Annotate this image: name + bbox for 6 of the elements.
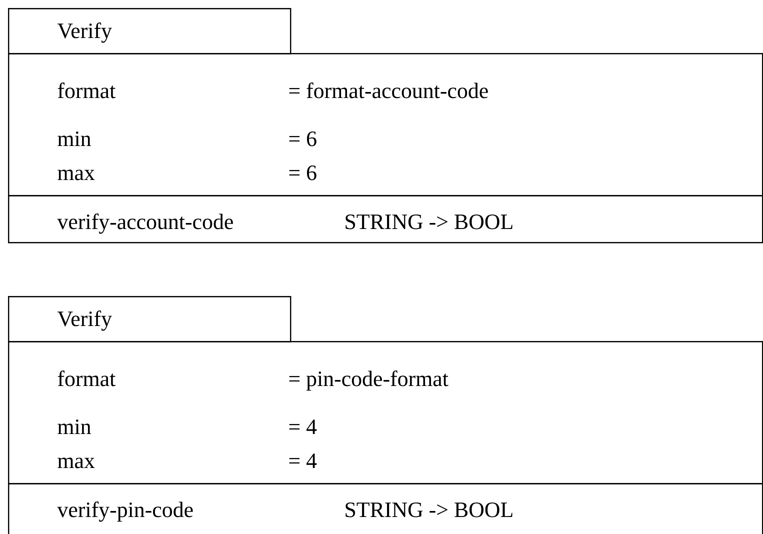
operation-box: verify-account-code STRING -> BOOL: [8, 195, 763, 244]
attribute-box: format = format-account-code min = 6 max = 6: [8, 53, 763, 196]
tab-box: Verify: [8, 8, 292, 54]
tab-box: Verify: [8, 296, 292, 342]
operation-box: verify-pin-code STRING -> BOOL: [8, 483, 763, 534]
attribute-box: format = pin-code-format min = 4 max = 4: [8, 341, 763, 484]
